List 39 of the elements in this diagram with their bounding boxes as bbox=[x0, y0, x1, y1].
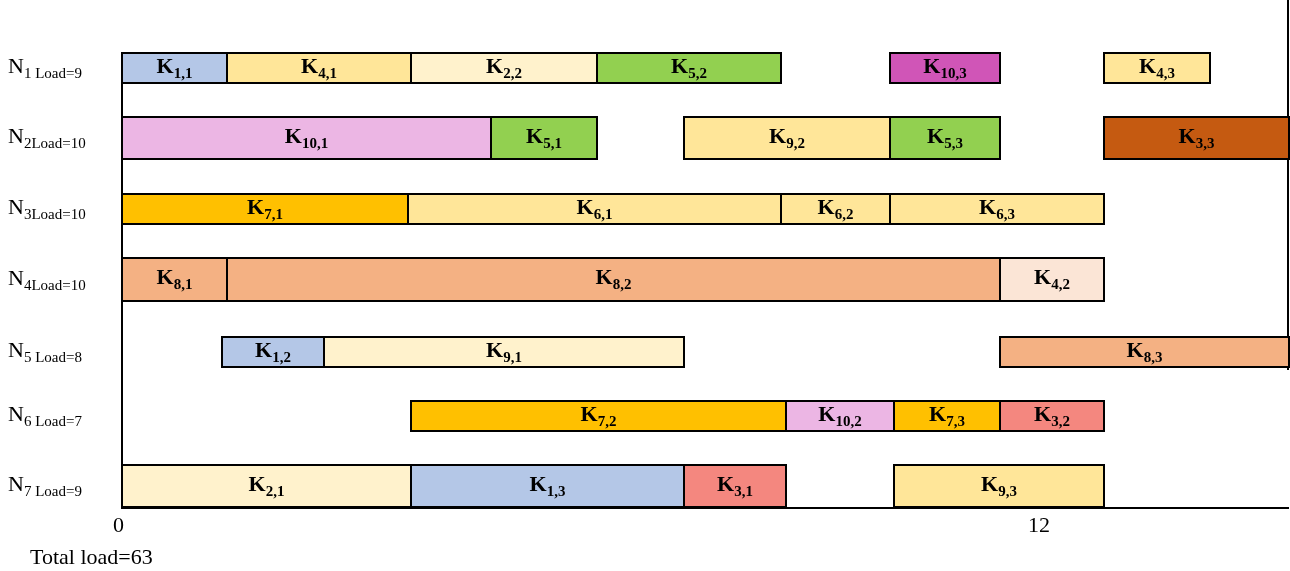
task-bar: K$_{5,1}$ bbox=[490, 116, 598, 160]
task-bar: K$_{2,2}$ bbox=[410, 52, 598, 84]
task-bar: K$_{6,1}$ bbox=[407, 193, 782, 225]
task-bar: K$_{4,2}$ bbox=[999, 257, 1105, 302]
task-bar: K$_{5,3}$ bbox=[889, 116, 1001, 160]
task-bar: K$_{3,1}$ bbox=[683, 464, 787, 508]
task-bar: K$_{1,3}$ bbox=[410, 464, 685, 508]
task-bar: K$_{9,2}$ bbox=[683, 116, 891, 160]
row-label: N$_{2Load=10}$ bbox=[8, 125, 86, 152]
task-bar: K$_{4,3}$ bbox=[1103, 52, 1211, 84]
row-label: N$_{6 Load=7}$ bbox=[8, 403, 82, 430]
row-label: N$_{3Load=10}$ bbox=[8, 196, 86, 223]
task-bar: K$_{7,2}$ bbox=[410, 400, 787, 432]
task-bar: K$_{7,3}$ bbox=[893, 400, 1001, 432]
task-bar: K$_{4,1}$ bbox=[226, 52, 412, 84]
row-label: N$_{1 Load=9}$ bbox=[8, 55, 82, 82]
row-label: N$_{5 Load=8}$ bbox=[8, 339, 82, 366]
task-bar: K$_{8,1}$ bbox=[121, 257, 228, 302]
row-label: N$_{4Load=10}$ bbox=[8, 266, 86, 293]
task-bar: K$_{6,2}$ bbox=[780, 193, 891, 225]
axis-tick-label: 12 bbox=[1028, 514, 1050, 536]
task-bar: K$_{10,1}$ bbox=[121, 116, 492, 160]
total-note: Total load=63 bbox=[30, 546, 153, 568]
task-bar: K$_{9,1}$ bbox=[323, 336, 685, 368]
row-label: N$_{7 Load=9}$ bbox=[8, 473, 82, 500]
task-bar: K$_{9,3}$ bbox=[893, 464, 1105, 508]
task-bar: K$_{2,1}$ bbox=[121, 464, 412, 508]
task-bar: K$_{10,3}$ bbox=[889, 52, 1001, 84]
task-bar: K$_{1,2}$ bbox=[221, 336, 325, 368]
task-bar: K$_{1,1}$ bbox=[121, 52, 228, 84]
task-bar: K$_{3,2}$ bbox=[999, 400, 1105, 432]
axis-tick-label: 0 bbox=[113, 514, 124, 536]
task-bar: K$_{5,2}$ bbox=[596, 52, 782, 84]
task-bar: K$_{10,2}$ bbox=[785, 400, 895, 432]
task-bar: K$_{8,2}$ bbox=[226, 257, 1001, 302]
task-bar: K$_{6,3}$ bbox=[889, 193, 1105, 225]
task-bar: K$_{8,3}$ bbox=[999, 336, 1290, 368]
task-bar: K$_{7,1}$ bbox=[121, 193, 409, 225]
task-bar: K$_{3,3}$ bbox=[1103, 116, 1290, 160]
